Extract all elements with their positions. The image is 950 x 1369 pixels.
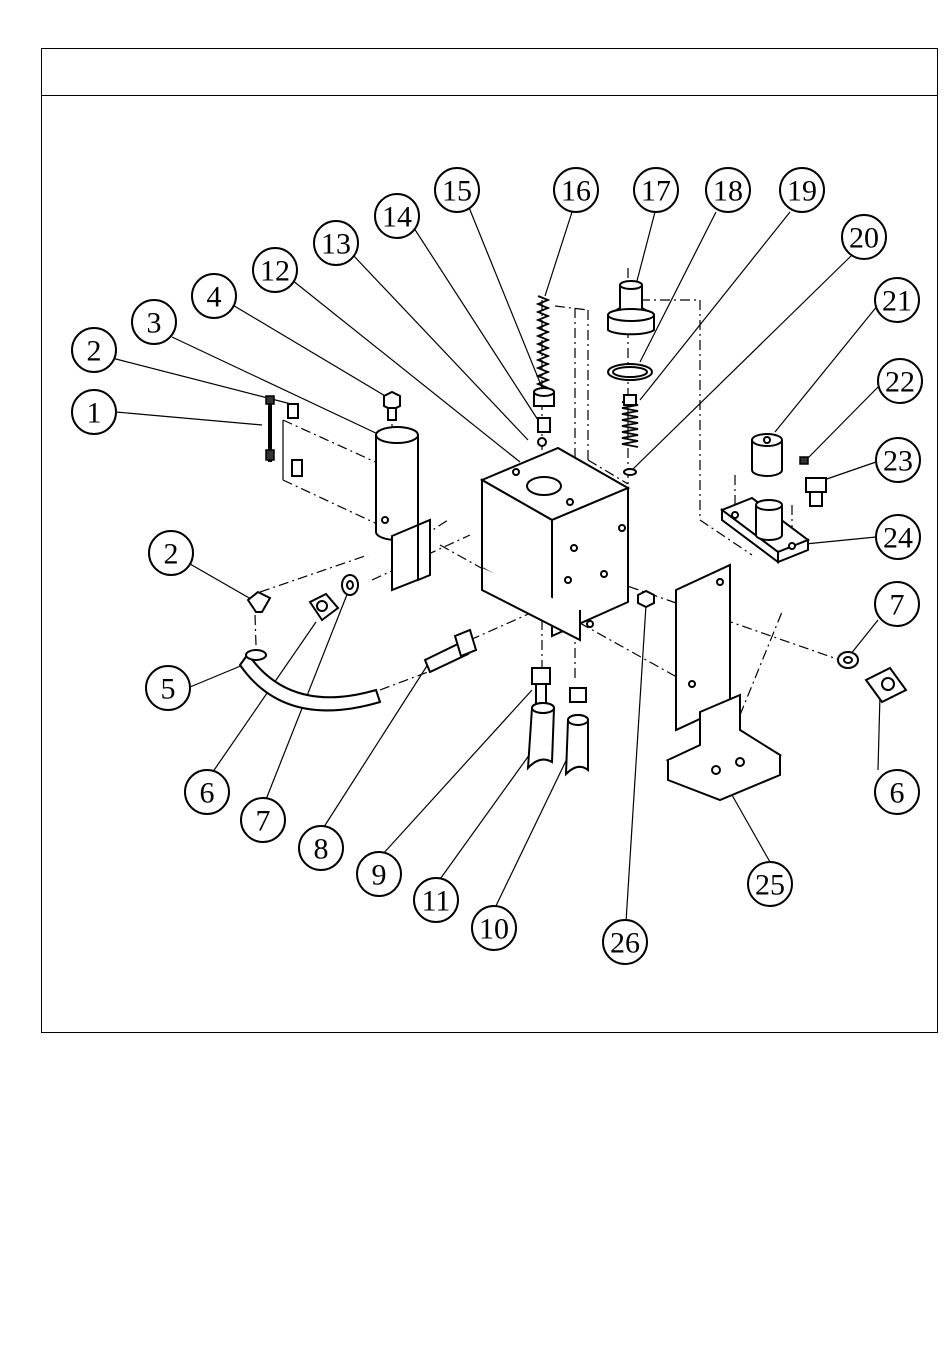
callout-1: 1 xyxy=(72,390,116,434)
part-15-nut xyxy=(534,388,554,406)
part-11-hose xyxy=(528,703,554,768)
part-23-screw xyxy=(806,478,826,506)
part-24-base-plate xyxy=(722,498,808,562)
callout-9-label: 9 xyxy=(372,859,387,892)
callout-2: 2 xyxy=(72,328,116,372)
callout-13: 13 xyxy=(314,221,358,265)
callout-8-label: 8 xyxy=(314,833,329,866)
callout-25-label: 25 xyxy=(755,869,785,902)
callout-11: 11 xyxy=(414,878,458,922)
callout-3-label: 3 xyxy=(147,307,162,340)
callout-23: 23 xyxy=(876,438,920,482)
callout-7-right: 7 xyxy=(875,582,919,626)
callout-2-lower-label: 2 xyxy=(164,538,179,571)
part-4-bolt xyxy=(384,392,400,420)
callout-20-label: 20 xyxy=(849,222,879,255)
callout-4-label: 4 xyxy=(207,281,222,314)
callout-15: 15 xyxy=(435,168,479,212)
callout-2-label: 2 xyxy=(87,335,102,368)
callout-8: 8 xyxy=(299,826,343,870)
part-1-rod xyxy=(266,396,274,462)
part-21-sleeve xyxy=(752,434,782,476)
part-19-spring xyxy=(622,395,638,447)
callout-15-label: 15 xyxy=(442,175,472,208)
callout-7-left: 7 xyxy=(241,798,285,842)
callout-11-label: 11 xyxy=(422,885,451,918)
callout-22: 22 xyxy=(878,359,922,403)
part-2-elbows xyxy=(283,404,302,480)
callout-18-label: 18 xyxy=(713,175,743,208)
callout-10-label: 10 xyxy=(479,913,509,946)
part-25-bracket xyxy=(668,565,780,800)
part-26-plug xyxy=(638,591,654,607)
callout-5: 5 xyxy=(146,666,190,710)
part-17-plug xyxy=(608,281,654,334)
part-2-elbow-lower xyxy=(248,592,270,612)
callout-10: 10 xyxy=(472,906,516,950)
callout-4: 4 xyxy=(192,274,236,318)
part-6-screw-right xyxy=(866,668,906,702)
callout-16: 16 xyxy=(554,168,598,212)
callout-2-lower: 2 xyxy=(149,531,193,575)
callout-17: 17 xyxy=(634,168,678,212)
callout-24-label: 24 xyxy=(883,522,913,555)
callout-13-label: 13 xyxy=(321,228,351,261)
callout-6-left: 6 xyxy=(185,770,229,814)
callout-6-right: 6 xyxy=(875,770,919,814)
callout-12: 12 xyxy=(253,248,297,292)
callout-26-label: 26 xyxy=(610,927,640,960)
part-6-screw-left xyxy=(310,594,338,620)
callout-5-label: 5 xyxy=(161,673,176,706)
callout-19: 19 xyxy=(780,168,824,212)
part-20-washer xyxy=(624,469,636,475)
callout-16-label: 16 xyxy=(561,175,591,208)
callout-14-label: 14 xyxy=(382,201,412,234)
callout-6-left-label: 6 xyxy=(200,777,215,810)
callout-7-left-label: 7 xyxy=(256,805,271,838)
callout-21-label: 21 xyxy=(882,285,912,318)
callout-19-label: 19 xyxy=(787,175,817,208)
callout-20: 20 xyxy=(842,215,886,259)
callout-3: 3 xyxy=(132,300,176,344)
callout-25: 25 xyxy=(748,862,792,906)
callout-7-right-label: 7 xyxy=(890,589,905,622)
callout-1-label: 1 xyxy=(87,397,102,430)
part-16-spring xyxy=(538,296,548,388)
callout-23-label: 23 xyxy=(883,445,913,478)
part-10-hose xyxy=(566,688,588,774)
callout-21: 21 xyxy=(875,278,919,322)
part-18-oring xyxy=(608,364,652,380)
callout-18: 18 xyxy=(706,168,750,212)
callout-12-label: 12 xyxy=(260,255,290,288)
callout-9: 9 xyxy=(357,852,401,896)
part-22-setscrew xyxy=(800,457,808,464)
callout-22-label: 22 xyxy=(885,366,915,399)
callout-14: 14 xyxy=(375,194,419,238)
callout-17-label: 17 xyxy=(641,175,671,208)
part-7-washer-right xyxy=(838,652,858,668)
part-14-fitting xyxy=(538,418,550,432)
part-7-washer-left xyxy=(342,575,358,595)
callout-6-right-label: 6 xyxy=(890,777,905,810)
callout-24: 24 xyxy=(876,515,920,559)
callout-26: 26 xyxy=(603,920,647,964)
part-8-fitting xyxy=(425,630,476,672)
part-9-fitting xyxy=(532,668,550,704)
part-13-ball xyxy=(538,438,546,446)
part-3-cylinder xyxy=(376,427,418,540)
manifold-block xyxy=(482,448,628,640)
